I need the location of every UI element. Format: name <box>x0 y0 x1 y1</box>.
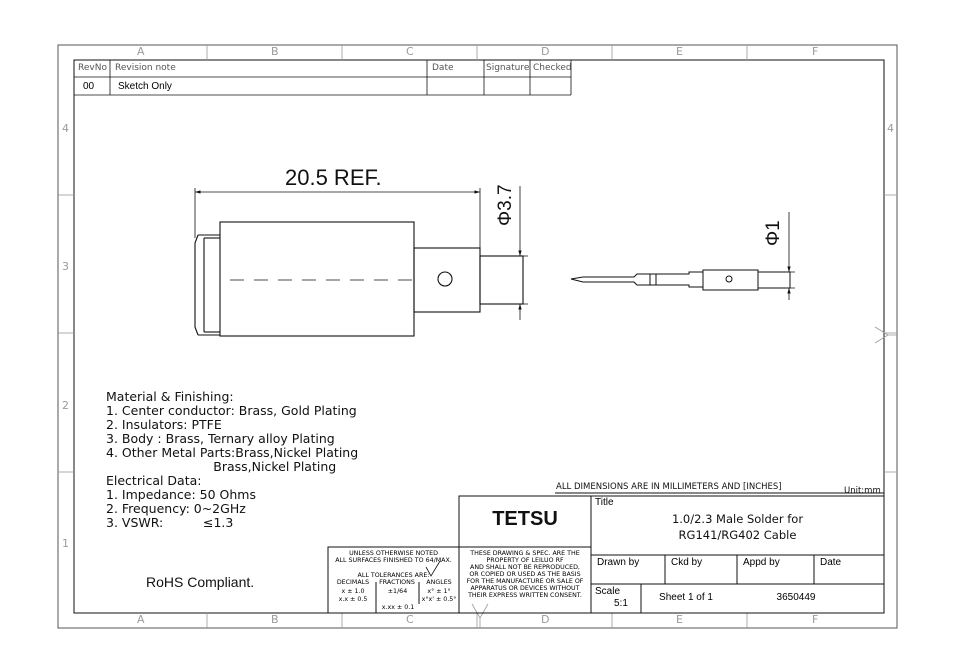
tolerance-decimals-head: DECIMALS <box>336 579 370 586</box>
title-line-2: RG141/RG402 Cable <box>678 528 797 542</box>
centering-mark-bottom <box>471 603 489 628</box>
property-line-2: PROPERTY OF LEILUO RF <box>486 557 564 564</box>
tolerance-decimal-1: x ± 1.0 <box>341 588 365 595</box>
body-diameter-label: Φ3.7 <box>495 184 516 226</box>
zone-label-top-f: F <box>812 45 819 58</box>
zone-label-bottom-e: E <box>676 613 683 626</box>
tolerance-line-3: ALL TOLERANCES ARE: <box>357 572 430 579</box>
electrical-item-2: 2. Frequency: 0~2GHz <box>106 501 246 516</box>
pin-diameter-dimension <box>758 212 795 300</box>
rev-header-date: Date <box>432 63 454 73</box>
center-pin-outline <box>570 269 791 291</box>
title-block-grid <box>327 492 885 614</box>
length-dimension-label: 20.5 REF. <box>285 165 382 190</box>
scale-value: 5:1 <box>614 598 628 609</box>
dimensions-note: ALL DIMENSIONS ARE IN MILLIMETERS AND [I… <box>556 482 782 492</box>
tolerance-decimal-2: x.x ± 0.5 <box>338 596 368 603</box>
zone-ticks <box>58 45 897 628</box>
appd-by-label: Appd by <box>743 557 780 568</box>
sheet-label: Sheet 1 of 1 <box>659 592 713 603</box>
zone-label-left-1: 1 <box>62 537 69 550</box>
tolerance-fraction-1: ±1/64 <box>387 588 408 595</box>
revision-table-grid <box>74 60 572 96</box>
surface-finish-symbol <box>425 560 441 577</box>
property-line-4: OR COPIED OR USED AS THE BASIS <box>469 571 581 578</box>
tolerance-fractions-head: FRACTIONS <box>379 579 415 586</box>
tolerance-decimal-3: x.xx ± 0.1 <box>381 604 415 611</box>
electrical-item-1: 1. Impedance: 50 Ohms <box>106 487 256 502</box>
material-title: Material & Finishing: <box>106 389 234 404</box>
tolerance-angle-2: x°x' ± 0.5° <box>421 596 457 603</box>
rev-header-revno: RevNo <box>78 63 107 73</box>
zone-label-top-a: A <box>137 45 145 58</box>
zone-label-top-e: E <box>676 45 683 58</box>
rohs-label: RoHS Compliant. <box>146 574 255 590</box>
title-line-1: 1.0/2.3 Male Solder for <box>671 512 804 526</box>
zone-label-left-3: 3 <box>62 260 69 273</box>
connector-body-outline <box>194 221 524 337</box>
material-item-3: 3. Body : Brass, Ternary alloy Plating <box>106 431 335 446</box>
material-item-1: 1. Center conductor: Brass, Gold Plating <box>106 403 357 418</box>
material-item-5: Brass,Nickel Plating <box>106 459 337 474</box>
property-line-3: AND SHALL NOT BE REPRODUCED, <box>470 564 580 571</box>
zone-label-top-b: B <box>271 45 279 58</box>
rev-header-checked: Checked <box>533 63 572 73</box>
rev-cell-note: Sketch Only <box>118 81 172 92</box>
scale-label: Scale <box>595 586 621 597</box>
centering-mark-right <box>874 326 897 344</box>
rev-cell-revno: 00 <box>83 81 95 92</box>
ckd-by-label: Ckd by <box>671 557 703 568</box>
unit-label: Unit:mm <box>844 486 881 496</box>
property-line-1: THESE DRAWING & SPEC. ARE THE <box>470 550 580 557</box>
rev-header-note: Revision note <box>115 63 176 73</box>
zone-label-left-4: 4 <box>62 122 69 135</box>
zone-label-bottom-d: D <box>541 613 550 626</box>
length-dimension <box>194 188 481 250</box>
material-item-2: 2. Insulators: PTFE <box>106 417 222 432</box>
zone-label-top-c: C <box>406 45 414 58</box>
property-line-7: THEIR EXPRESS WRITTEN CONSENT. <box>468 592 582 599</box>
tolerance-line-1: UNLESS OTHERWISE NOTED <box>349 550 438 557</box>
tolerance-angles-head: ANGLES <box>426 579 452 586</box>
zone-label-left-2: 2 <box>62 399 69 412</box>
property-line-6: APPARATUS OR DEVICES WITHOUT <box>470 585 580 592</box>
material-item-4: 4. Other Metal Parts:Brass,Nickel Platin… <box>106 445 359 460</box>
electrical-item-3: 3. VSWR: ≤1.3 <box>106 515 234 530</box>
pin-diameter-label: Φ1 <box>763 220 784 246</box>
company-name: TETSU <box>492 508 558 530</box>
zone-label-bottom-a: A <box>137 613 145 626</box>
zone-label-bottom-c: C <box>406 613 414 626</box>
rev-header-signature: Signature <box>486 63 530 73</box>
zone-label-top-d: D <box>541 45 550 58</box>
tolerance-line-2: ALL SURFACES FINISHED TO 64/MAX. <box>335 557 452 564</box>
drawn-by-label: Drawn by <box>597 557 640 568</box>
zone-label-bottom-f: F <box>812 613 819 626</box>
body-diameter-dimension <box>480 186 528 320</box>
part-number: 3650449 <box>776 592 816 603</box>
tolerance-angle-1: x° ± 1° <box>427 588 451 595</box>
electrical-title: Electrical Data: <box>106 473 202 488</box>
property-line-5: FOR THE MANUFACTURE OR SALE OF <box>466 578 584 585</box>
zone-label-bottom-b: B <box>271 613 279 626</box>
outer-frame <box>57 44 898 629</box>
zone-label-right-4: 4 <box>887 122 894 135</box>
date-label: Date <box>820 557 842 568</box>
title-label: Title <box>595 497 614 508</box>
